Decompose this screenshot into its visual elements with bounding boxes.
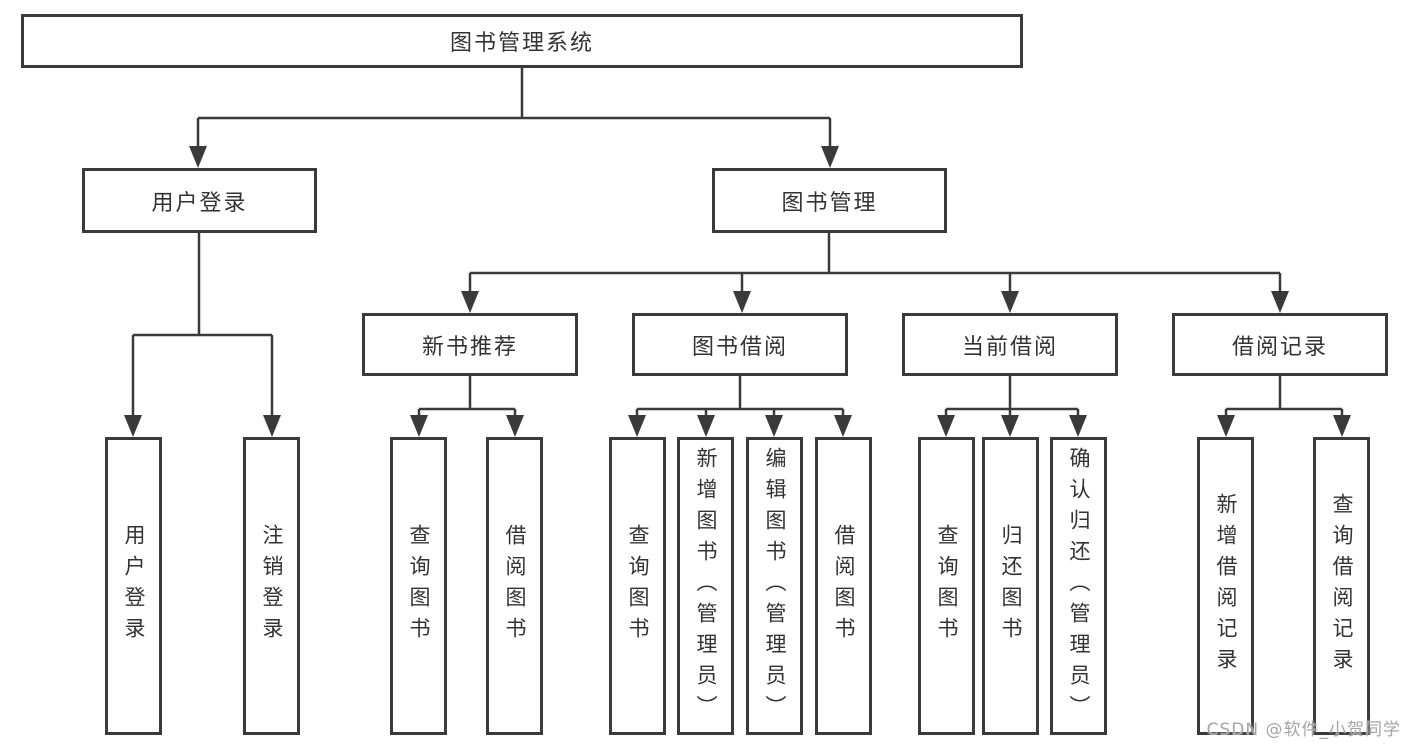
leaf-query-books-recommend: 查询图书	[390, 437, 447, 735]
node-current-borrow-label: 当前借阅	[961, 334, 1058, 360]
leaf-borrow-books-borrow-label: 借阅图书	[832, 524, 856, 648]
leaf-query-books-borrow-label: 查询图书	[626, 524, 650, 648]
leaf-add-borrow-record: 新增借阅记录	[1197, 437, 1254, 735]
arrow-icon	[1271, 291, 1289, 313]
leaf-query-books-current: 查询图书	[918, 437, 975, 735]
node-book-borrow: 图书借阅	[632, 313, 848, 376]
watermark: CSDN @软件_小贺同学	[1206, 720, 1401, 740]
arrow-icon	[410, 415, 428, 437]
arrow-icon	[1069, 415, 1087, 437]
connector-borrow-records	[1224, 375, 1344, 419]
arrow-icon	[1333, 415, 1351, 437]
leaf-return-book-label: 归还图书	[999, 524, 1023, 648]
leaf-add-book-admin: 新增图书（管理员）	[677, 437, 734, 735]
arrow-icon	[263, 415, 281, 437]
leaf-query-books-borrow: 查询图书	[609, 437, 666, 735]
leaf-return-book: 归还图书	[982, 437, 1039, 735]
leaf-user-login-label: 用户登录	[122, 524, 146, 648]
leaf-edit-book-admin: 编辑图书（管理员）	[746, 437, 803, 735]
connector-user-login	[131, 233, 274, 419]
node-borrow-records: 借阅记录	[1172, 313, 1388, 376]
leaf-confirm-return-admin: 确认归还（管理员）	[1050, 437, 1107, 735]
leaf-user-login: 用户登录	[105, 437, 162, 735]
connector-new-book-recommend	[417, 375, 517, 419]
node-book-borrow-label: 图书借阅	[691, 334, 788, 360]
arrow-icon	[124, 415, 142, 437]
leaf-query-borrow-record-label: 查询借阅记录	[1330, 493, 1354, 679]
leaf-borrow-books-borrow: 借阅图书	[815, 437, 872, 735]
arrow-icon	[1217, 415, 1235, 437]
arrow-icon	[834, 415, 852, 437]
node-root-label: 图书管理系统	[449, 31, 594, 56]
arrow-icon	[697, 415, 715, 437]
leaf-borrow-books-recommend: 借阅图书	[486, 437, 543, 735]
arrow-icon	[189, 146, 207, 168]
leaf-logout: 注销登录	[243, 437, 300, 735]
node-root: 图书管理系统	[21, 14, 1023, 68]
leaf-query-books-current-label: 查询图书	[935, 524, 959, 648]
leaf-add-book-admin-label: 新增图书（管理员）	[694, 446, 718, 726]
leaf-confirm-return-admin-label: 确认归还（管理员）	[1067, 446, 1091, 726]
arrow-icon	[821, 146, 839, 168]
node-book-management-label: 图书管理	[781, 190, 878, 216]
arrowheads	[124, 146, 1351, 437]
arrow-icon	[765, 415, 783, 437]
leaf-query-borrow-record: 查询借阅记录	[1313, 437, 1370, 735]
node-user-login: 用户登录	[82, 168, 317, 233]
leaf-add-borrow-record-label: 新增借阅记录	[1214, 493, 1238, 679]
node-new-book-recommend: 新书推荐	[362, 313, 578, 376]
leaf-edit-book-admin-label: 编辑图书（管理员）	[763, 446, 787, 726]
connector-root	[196, 68, 832, 150]
leaf-query-books-recommend-label: 查询图书	[407, 524, 431, 648]
arrow-icon	[733, 291, 751, 313]
connector-current-borrow	[944, 375, 1080, 419]
arrow-icon	[506, 415, 524, 437]
arrow-icon	[628, 415, 646, 437]
arrow-icon	[1001, 415, 1019, 437]
node-book-management: 图书管理	[712, 168, 947, 233]
arrow-icon	[937, 415, 955, 437]
node-new-book-recommend-label: 新书推荐	[421, 334, 518, 360]
arrow-icon	[1001, 291, 1019, 313]
leaf-logout-label: 注销登录	[260, 524, 284, 648]
node-current-borrow: 当前借阅	[902, 313, 1118, 376]
node-borrow-records-label: 借阅记录	[1231, 334, 1328, 360]
arrow-icon	[461, 291, 479, 313]
connector-book-management	[468, 233, 1282, 295]
node-user-login-label: 用户登录	[151, 190, 248, 216]
leaf-borrow-books-recommend-label: 借阅图书	[503, 524, 527, 648]
connector-book-borrow	[635, 375, 845, 419]
